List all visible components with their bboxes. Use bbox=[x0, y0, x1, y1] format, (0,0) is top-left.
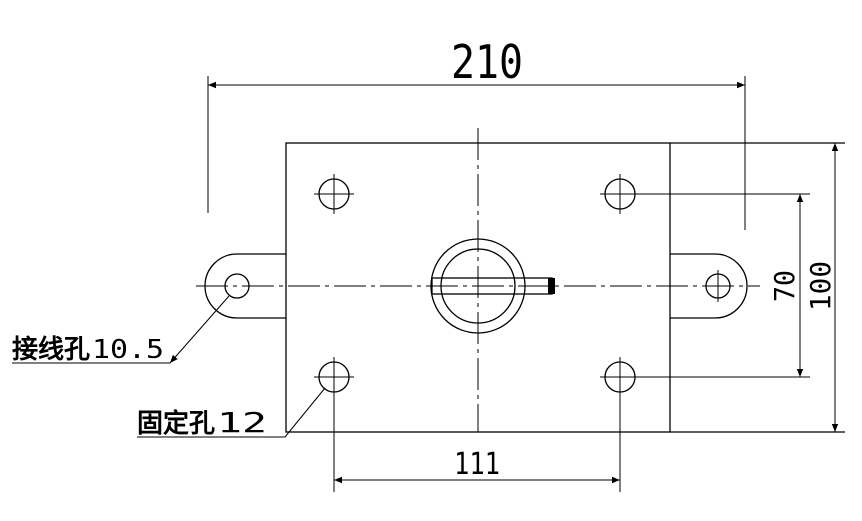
fixing-hole bbox=[314, 174, 354, 214]
dimension-111-text: 111 bbox=[454, 447, 500, 482]
dimension-70: 70 bbox=[637, 193, 810, 378]
wiring-hole bbox=[224, 273, 250, 299]
central-boss bbox=[430, 238, 555, 334]
wiring-hole-leader: 接线孔 10.5 bbox=[12, 295, 230, 365]
fixing-hole-leader: 固定孔 12 bbox=[137, 387, 326, 439]
fixing-hole bbox=[314, 357, 354, 397]
wiring-hole bbox=[705, 270, 731, 302]
fixing-hole bbox=[600, 174, 640, 214]
fixing-hole bbox=[600, 357, 640, 397]
plate-body bbox=[285, 142, 845, 433]
right-ear-tab bbox=[670, 253, 748, 319]
fixing-hole-label: 固定孔 bbox=[137, 408, 215, 439]
dimension-210-text: 210 bbox=[451, 35, 523, 89]
dimension-111: 111 bbox=[333, 394, 621, 492]
dimension-210: 210 bbox=[207, 35, 746, 230]
wiring-hole-label: 接线孔 bbox=[12, 335, 90, 365]
dimension-70-text: 70 bbox=[768, 270, 801, 302]
dimension-100: 100 bbox=[804, 143, 839, 432]
wiring-hole-size: 10.5 bbox=[92, 335, 164, 365]
fixing-hole-size: 12 bbox=[217, 406, 267, 439]
dimension-100-text: 100 bbox=[804, 261, 837, 311]
